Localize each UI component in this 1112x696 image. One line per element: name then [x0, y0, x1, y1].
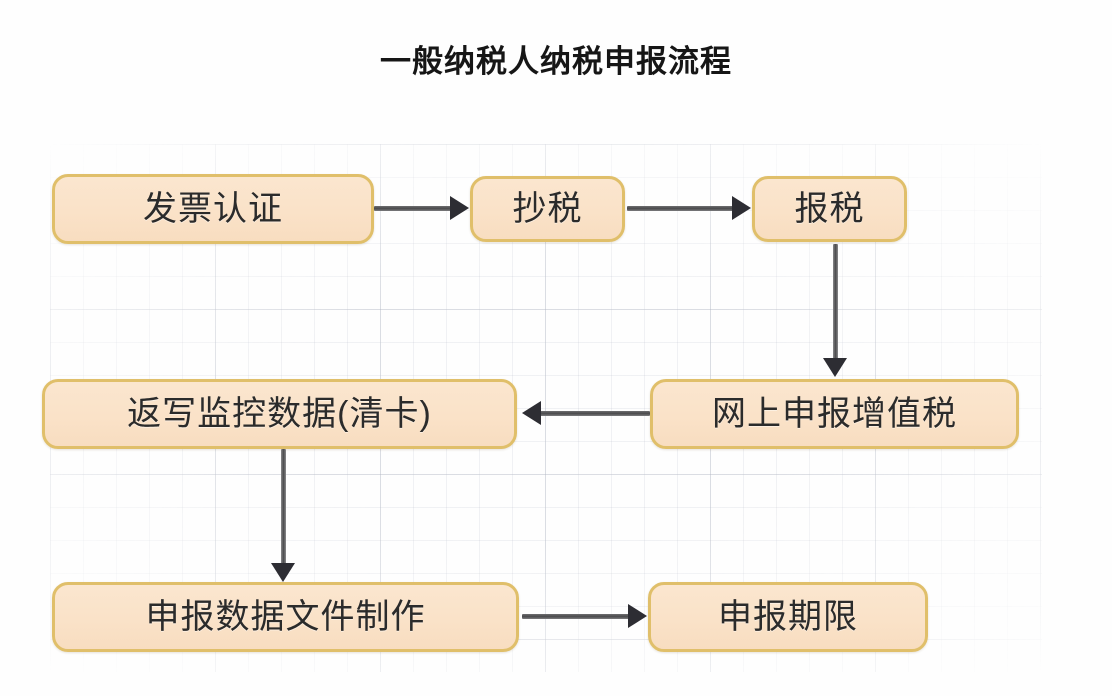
arrow-line [374, 206, 454, 211]
flow-node-label: 发票认证 [143, 190, 283, 228]
flow-node-tax-report[interactable]: 报税 [752, 176, 907, 242]
flow-node-label: 网上申报增值税 [712, 395, 957, 433]
flow-node-label: 申报期限 [718, 598, 858, 636]
arrow-line [540, 411, 650, 416]
arrowhead-right-icon [732, 196, 751, 220]
flow-node-label: 返写监控数据(清卡) [127, 395, 432, 433]
flow-node-label: 抄税 [512, 190, 583, 228]
arrow-line [833, 244, 838, 362]
flow-node-label: 报税 [794, 190, 865, 228]
flow-node-invoice-certification[interactable]: 发票认证 [52, 174, 374, 244]
arrow-line [627, 206, 735, 211]
arrowhead-right-icon [628, 604, 647, 628]
arrowhead-left-icon [522, 401, 541, 425]
page-title: 一般纳税人纳税申报流程 [380, 44, 732, 79]
arrowhead-right-icon [450, 196, 469, 220]
arrowhead-down-icon [823, 358, 847, 377]
arrow-line [281, 449, 286, 567]
flow-node-declaration-deadline[interactable]: 申报期限 [648, 582, 928, 652]
flow-node-online-vat-declaration[interactable]: 网上申报增值税 [650, 379, 1019, 449]
arrow-line [522, 614, 632, 619]
arrowhead-down-icon [271, 563, 295, 582]
flow-node-tax-copy[interactable]: 抄税 [470, 176, 625, 242]
flow-node-declaration-data-file[interactable]: 申报数据文件制作 [52, 582, 519, 652]
flow-node-writeback-monitoring-data[interactable]: 返写监控数据(清卡) [42, 379, 517, 449]
flow-node-label: 申报数据文件制作 [145, 598, 426, 636]
